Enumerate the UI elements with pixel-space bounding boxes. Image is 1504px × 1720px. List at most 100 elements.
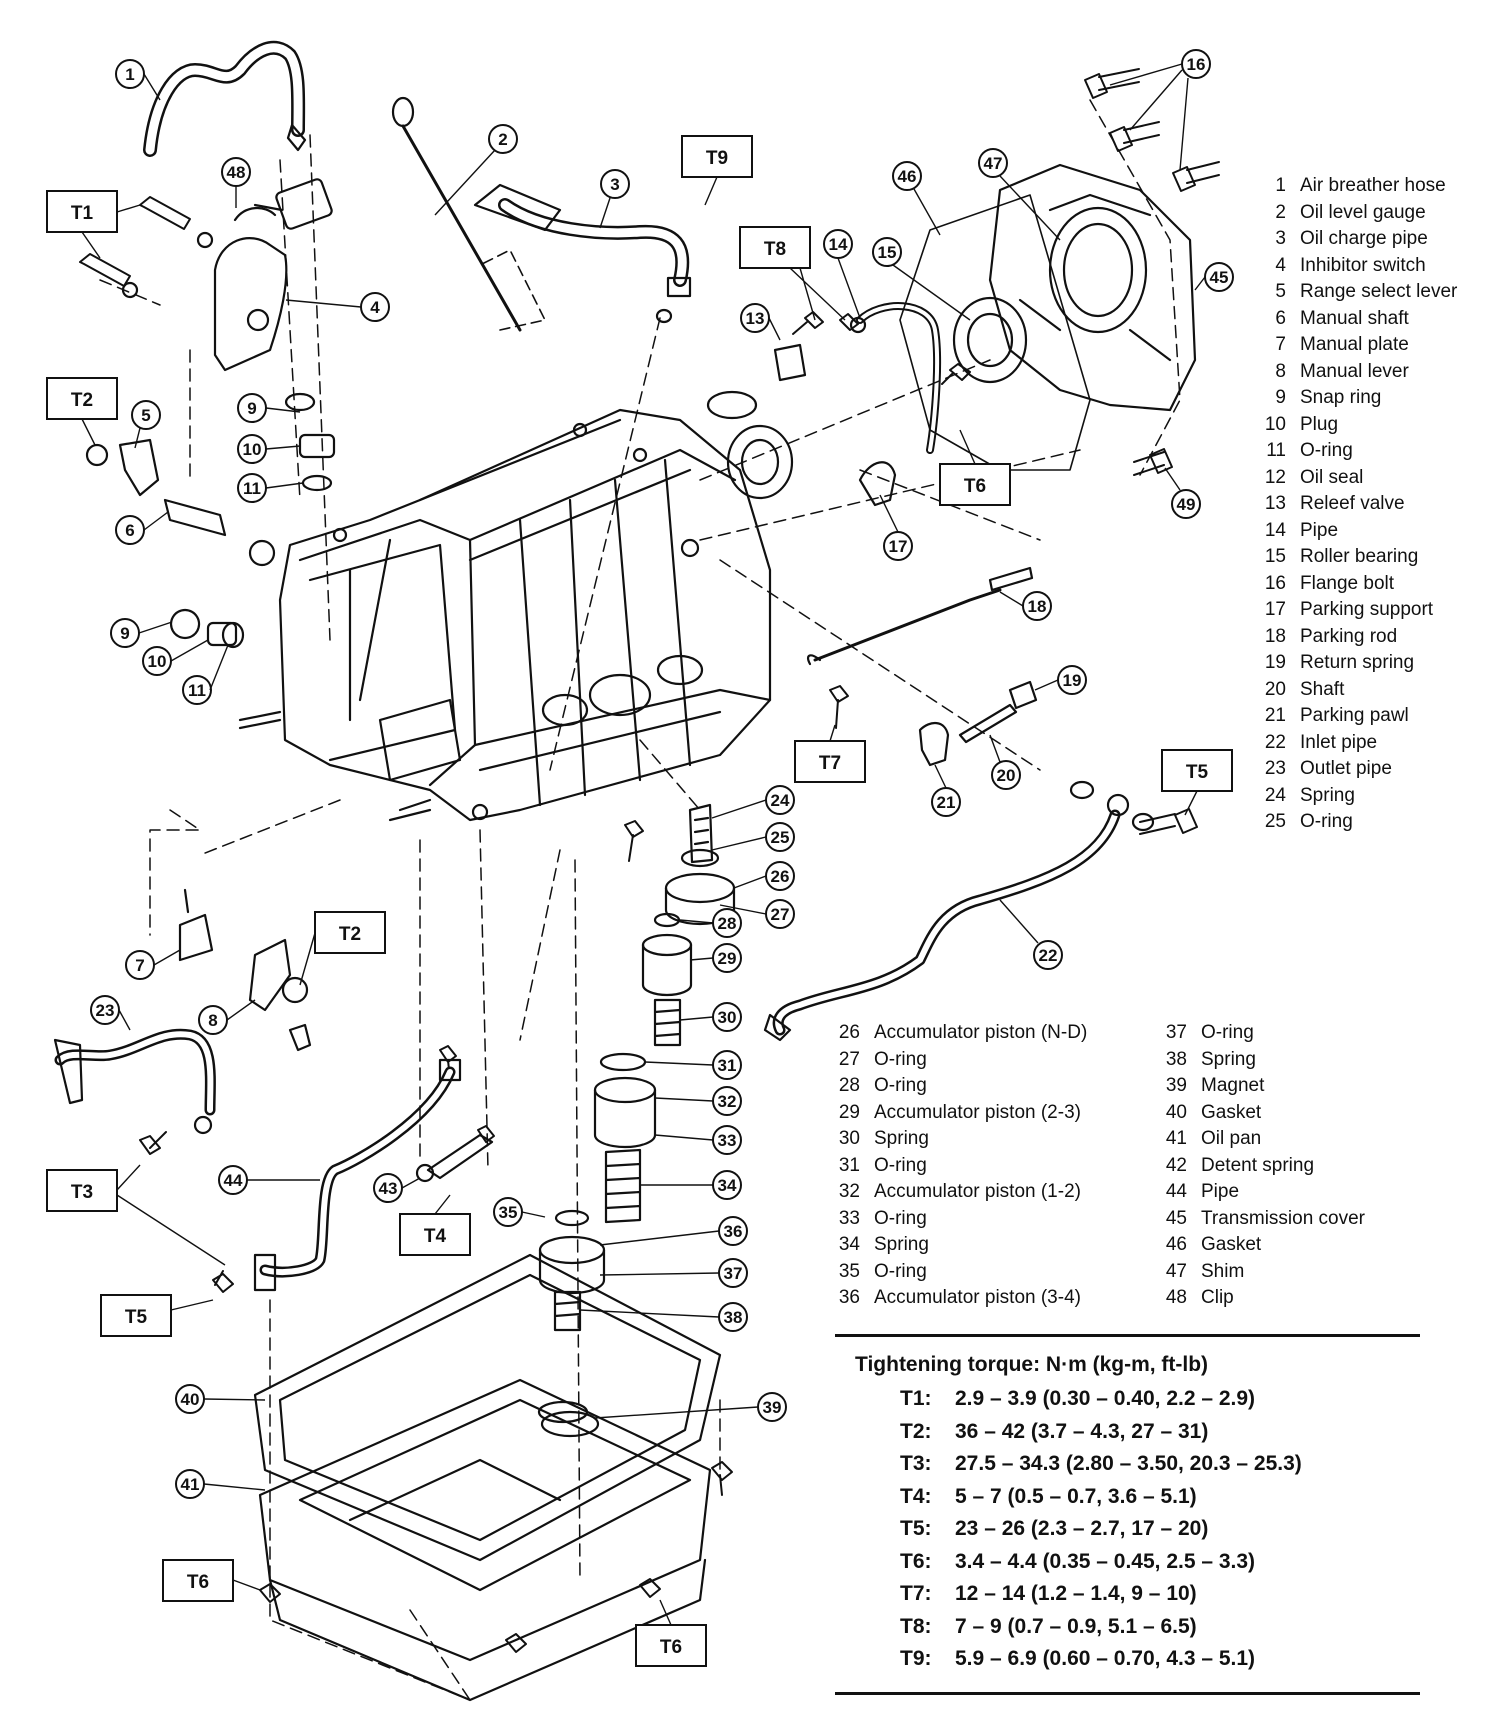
svg-text:26: 26 [771, 867, 790, 886]
svg-text:5: 5 [141, 406, 150, 425]
svg-text:29: 29 [718, 949, 737, 968]
svg-text:47: 47 [984, 154, 1003, 173]
legend-item-label: Manual lever [1300, 360, 1409, 382]
svg-text:22: 22 [1039, 946, 1058, 965]
legend-item: 36 Accumulator piston (3-4) [830, 1285, 1087, 1312]
callout-23: 23 [90, 995, 120, 1025]
torque-row: T9:5.9 – 6.9 (0.60 – 0.70, 4.3 – 5.1) [900, 1643, 1420, 1676]
callout-29: 29 [712, 943, 742, 973]
legend-item-number: 27 [838, 1048, 860, 1070]
svg-text:T6: T6 [660, 1637, 682, 1658]
callout-34: 34 [712, 1170, 742, 1200]
oil-level-gauge-part [391, 96, 546, 332]
callout-41: 41 [175, 1469, 205, 1499]
legend-item-number: 39 [1165, 1075, 1187, 1096]
legend-item-number: 21 [1264, 705, 1286, 726]
callout-1-label: 1 [125, 65, 134, 84]
svg-text:41: 41 [181, 1475, 200, 1494]
callout-6: 6 [115, 515, 145, 545]
torque-box-t5-left: T5 [100, 1294, 172, 1337]
torque-box-t2-lower: T2 [314, 911, 386, 954]
svg-text:T4: T4 [424, 1226, 447, 1247]
svg-text:49: 49 [1177, 495, 1196, 514]
callout-14: 14 [823, 229, 853, 259]
legend-item-number: 38 [1165, 1048, 1187, 1070]
legend-item-label: Outlet pipe [1300, 758, 1392, 779]
svg-text:T6: T6 [964, 476, 986, 497]
torque-value: 2.9 – 3.9 (0.30 – 0.40, 2.2 – 2.9) [955, 1387, 1256, 1410]
legend-item-label: O-ring [874, 1075, 927, 1096]
legend-item: 38 Spring [1157, 1047, 1365, 1074]
svg-text:T6: T6 [187, 1572, 209, 1593]
legend-item-label: O-ring [1201, 1022, 1254, 1043]
legend-item-number: 36 [838, 1287, 860, 1308]
torque-box-t4: T4 [399, 1213, 471, 1256]
svg-text:11: 11 [243, 479, 261, 498]
legend-item-number: 28 [838, 1075, 860, 1096]
callout-32: 32 [712, 1086, 742, 1116]
svg-text:46: 46 [898, 167, 917, 186]
alignment-lines [99, 99, 1181, 1701]
legend-item-number: 20 [1264, 678, 1286, 700]
legend-item-label: Spring [1300, 784, 1355, 806]
legend-item-label: Manual shaft [1300, 307, 1409, 329]
callout-25: 25 [765, 822, 795, 852]
right-pipe-part [849, 302, 942, 454]
callout-21: 21 [931, 787, 961, 817]
svg-text:18: 18 [1028, 597, 1047, 616]
legend-item-label: O-ring [874, 1048, 927, 1070]
legend-item-label: Oil charge pipe [1300, 228, 1428, 249]
callout-3: 3 [600, 169, 630, 199]
legend-item-label: Releef valve [1300, 493, 1405, 514]
callout-7: 7 [125, 950, 155, 980]
svg-text:17: 17 [889, 537, 908, 556]
svg-text:T5: T5 [125, 1307, 148, 1328]
legend-item-number: 10 [1264, 413, 1286, 435]
legend-item-label: Roller bearing [1300, 546, 1419, 567]
legend-item-label: Transmission cover [1201, 1207, 1366, 1229]
callout-49: 49 [1171, 489, 1201, 519]
svg-text:21: 21 [937, 793, 956, 812]
legend-item-label: Spring [874, 1128, 929, 1149]
legend-item-number: 12 [1264, 466, 1286, 488]
callout-16: 16 [1181, 49, 1211, 79]
legend-item: 11 O-ring [1256, 438, 1457, 465]
legend-item-label: Spring [874, 1234, 929, 1255]
legend-item-number: 11 [1266, 440, 1286, 461]
air-breather-hose-part [143, 40, 307, 157]
legend-item-label: Accumulator piston (3-4) [874, 1287, 1081, 1308]
torque-code: T2: [900, 1419, 932, 1443]
callout-44: 44 [218, 1165, 248, 1195]
svg-text:T1: T1 [71, 203, 94, 224]
svg-text:6: 6 [125, 521, 134, 540]
torque-row: T2:36 – 42 (3.7 – 4.3, 27 – 31) [900, 1416, 1420, 1449]
legend-item-number: 14 [1264, 519, 1286, 541]
callout-5: 5 [131, 400, 161, 430]
snap-ring-plug-oring-parts [169, 392, 336, 649]
inlet-pipe-part [763, 780, 1155, 1042]
manual-lever-part [248, 938, 312, 1052]
legend-item-number: 46 [1165, 1234, 1187, 1255]
callout-18: 18 [1022, 591, 1052, 621]
legend-item-number: 44 [1165, 1181, 1187, 1202]
legend-item-label: Spring [1201, 1048, 1256, 1070]
legend-item-label: O-ring [1300, 440, 1353, 461]
torque-rows: T1:2.9 – 3.9 (0.30 – 0.40, 2.2 – 2.9)T2:… [835, 1383, 1420, 1676]
legend-item-label: Inhibitor switch [1300, 254, 1426, 276]
torque-code: T9: [900, 1647, 932, 1670]
torque-bottom-rule [835, 1691, 1420, 1695]
